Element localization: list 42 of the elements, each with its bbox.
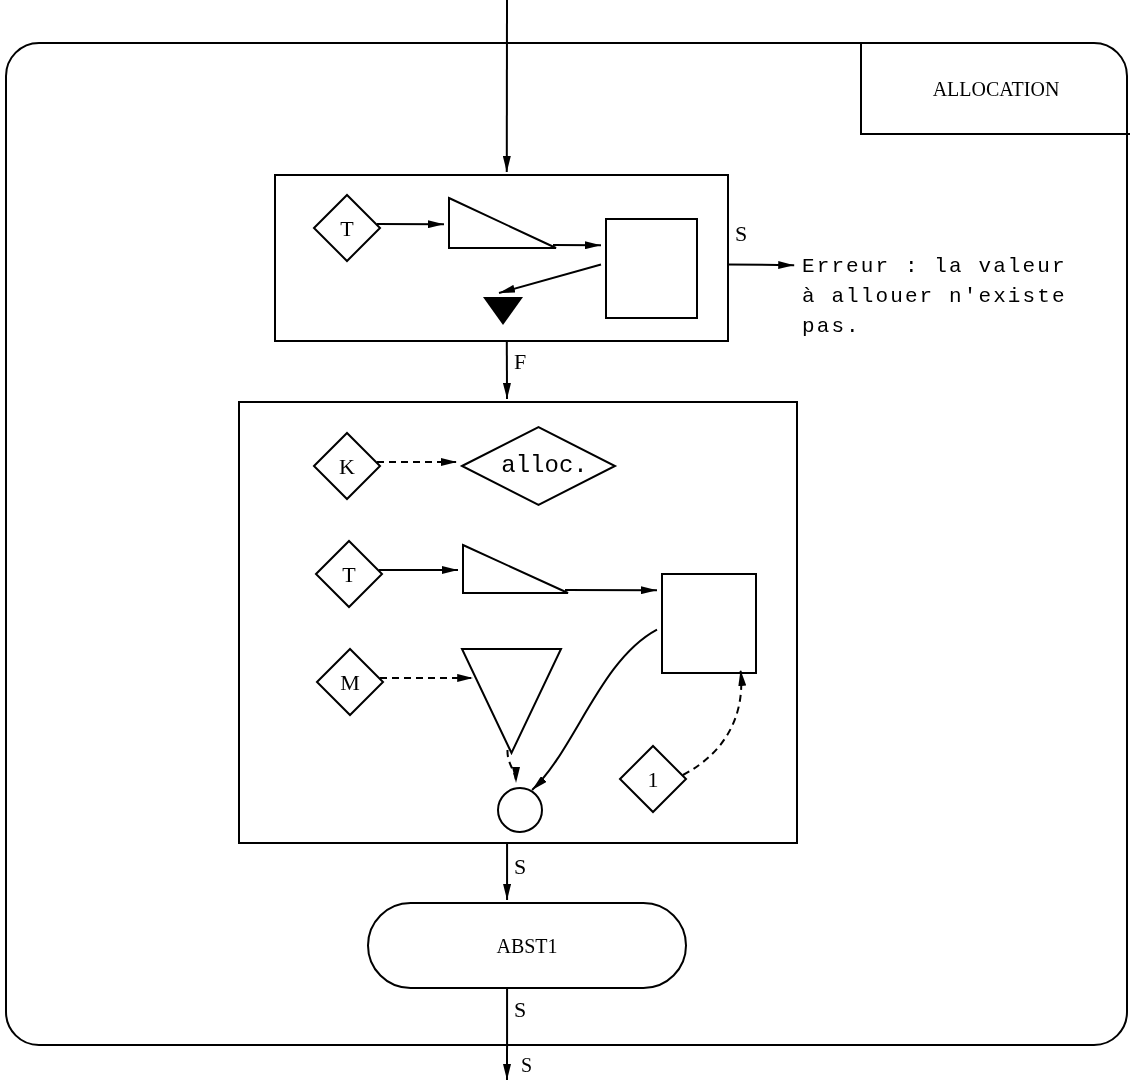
input-diamond <box>315 540 383 608</box>
arrow <box>498 263 602 294</box>
node-label: S <box>520 1053 532 1078</box>
node-label: ALLOCATION <box>932 76 1060 102</box>
arrow <box>726 261 796 269</box>
arrow <box>564 586 658 595</box>
arrow <box>502 0 511 173</box>
process-box <box>274 174 729 342</box>
input-diamond <box>313 432 381 500</box>
dashed-arrow <box>379 673 475 682</box>
triangle-symbol <box>448 197 557 249</box>
square-box <box>605 218 698 319</box>
input-diamond <box>313 194 381 262</box>
dashed-arrow <box>506 749 520 784</box>
arrow <box>531 628 658 791</box>
node-label: T <box>340 214 354 243</box>
input-diamond <box>619 745 687 813</box>
node-label: 1 <box>647 765 659 794</box>
dashed-arrow <box>682 669 746 776</box>
node-label: ABST1 <box>496 933 558 959</box>
title-tab <box>860 44 1130 135</box>
node-label: Erreur : la valeur à allouer n'existe pas. <box>802 254 1068 340</box>
process-box <box>238 401 798 844</box>
arrow <box>378 566 459 574</box>
connector-circle <box>497 787 543 833</box>
arrow <box>376 220 445 229</box>
dashed-arrow <box>376 458 458 466</box>
arrow <box>503 841 512 901</box>
decision-diamond <box>461 426 616 506</box>
node-label: M <box>340 668 360 697</box>
arrow <box>503 986 511 1081</box>
arrow <box>502 339 511 400</box>
input-diamond <box>316 648 384 716</box>
filled-triangle <box>483 297 523 325</box>
arrow <box>552 241 602 250</box>
node-label: T <box>342 560 356 589</box>
node-label: alloc. <box>500 451 588 481</box>
triangle-symbol <box>462 544 569 594</box>
square-box <box>661 573 757 674</box>
inverted-triangle <box>461 648 562 754</box>
node-label: K <box>339 452 355 481</box>
diagram-frame <box>5 42 1128 1046</box>
